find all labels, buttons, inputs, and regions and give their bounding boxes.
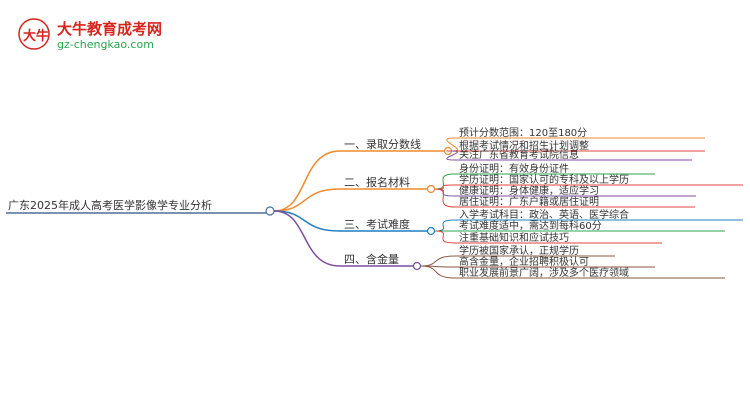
leaf-label: 预计分数范围：120至180分 xyxy=(459,126,587,139)
leaf-label: 根据考试情况和招生计划调整 xyxy=(459,139,589,152)
branch-connector xyxy=(273,210,341,267)
leaf-connector xyxy=(434,188,456,208)
leaf-label: 职业发展前景广阔，涉及多个医疗领域 xyxy=(459,266,629,279)
leaf-connector xyxy=(434,230,456,244)
branch-label: 一、录取分数线 xyxy=(344,137,421,151)
branches: 一、录取分数线 预计分数范围：120至180分根据考试情况和招生计划调整关注广东省… xyxy=(273,126,743,279)
root-node: 广东2025年成人高考医学影像学专业分析 xyxy=(6,198,275,216)
leaf-label: 居住证明：广东户籍或居住证明 xyxy=(459,195,599,208)
leaf-connector xyxy=(446,150,459,161)
leaf-connector xyxy=(434,188,456,197)
branch-connector xyxy=(273,210,341,232)
branch-3: 三、考试难度 入学考试科目：政治、英语、医学综合考试难度适中，需达到每科60分注重… xyxy=(273,208,743,244)
leaf-connector xyxy=(434,219,456,232)
logo-ring-icon xyxy=(18,18,50,50)
leaf-label: 注重基础知识和应试技巧 xyxy=(459,231,569,244)
branch-4: 四、含金量 学历被国家承认，正规学历高含金量，企业招聘积极认可职业发展前景广阔，涉… xyxy=(273,210,725,279)
logo: 大牛 大牛教育成考网 gz-chengkao.com xyxy=(18,18,162,51)
branch-connector xyxy=(273,188,341,212)
leaf-label: 学历被国家承认，正规学历 xyxy=(459,244,579,257)
branch-1: 一、录取分数线 预计分数范围：120至180分根据考试情况和招生计划调整关注广东省… xyxy=(273,126,705,212)
leaf-label: 学历证明：国家认可的专科及以上学历 xyxy=(459,173,629,186)
leaf-label: 考试难度适中，需达到每科60分 xyxy=(459,219,602,232)
branch-node-dot xyxy=(412,261,422,271)
branch-connector xyxy=(273,150,341,212)
logo-url: gz-chengkao.com xyxy=(57,38,154,51)
root-label: 广东2025年成人高考医学影像学专业分析 xyxy=(8,198,212,212)
branch-label: 三、考试难度 xyxy=(344,217,410,231)
leaf-label: 身份证明：有效身份证件 xyxy=(459,162,569,175)
logo-mark: 大牛 xyxy=(23,28,49,44)
leaf-connector xyxy=(420,265,456,279)
leaf-label: 关注广东省教育考试院信息 xyxy=(459,148,579,161)
branch-node-dot xyxy=(426,184,436,194)
leaf-label: 健康证明：身体健康，适应学习 xyxy=(459,184,599,197)
leaf-label: 入学考试科目：政治、英语、医学综合 xyxy=(459,208,629,221)
logo-title: 大牛教育成考网 xyxy=(57,20,162,38)
leaf-label: 高含金量，企业招聘积极认可 xyxy=(459,255,589,268)
branch-label: 二、报名材料 xyxy=(344,175,410,189)
branch-node-dot xyxy=(426,226,436,236)
leaf-connector xyxy=(434,173,456,190)
root-node-dot xyxy=(265,206,275,216)
branch-2: 二、报名材料 身份证明：有效身份证件学历证明：国家认可的专科及以上学历健康证明：身… xyxy=(273,162,743,212)
branch-label: 四、含金量 xyxy=(344,252,399,266)
leaf-connector xyxy=(420,255,456,267)
